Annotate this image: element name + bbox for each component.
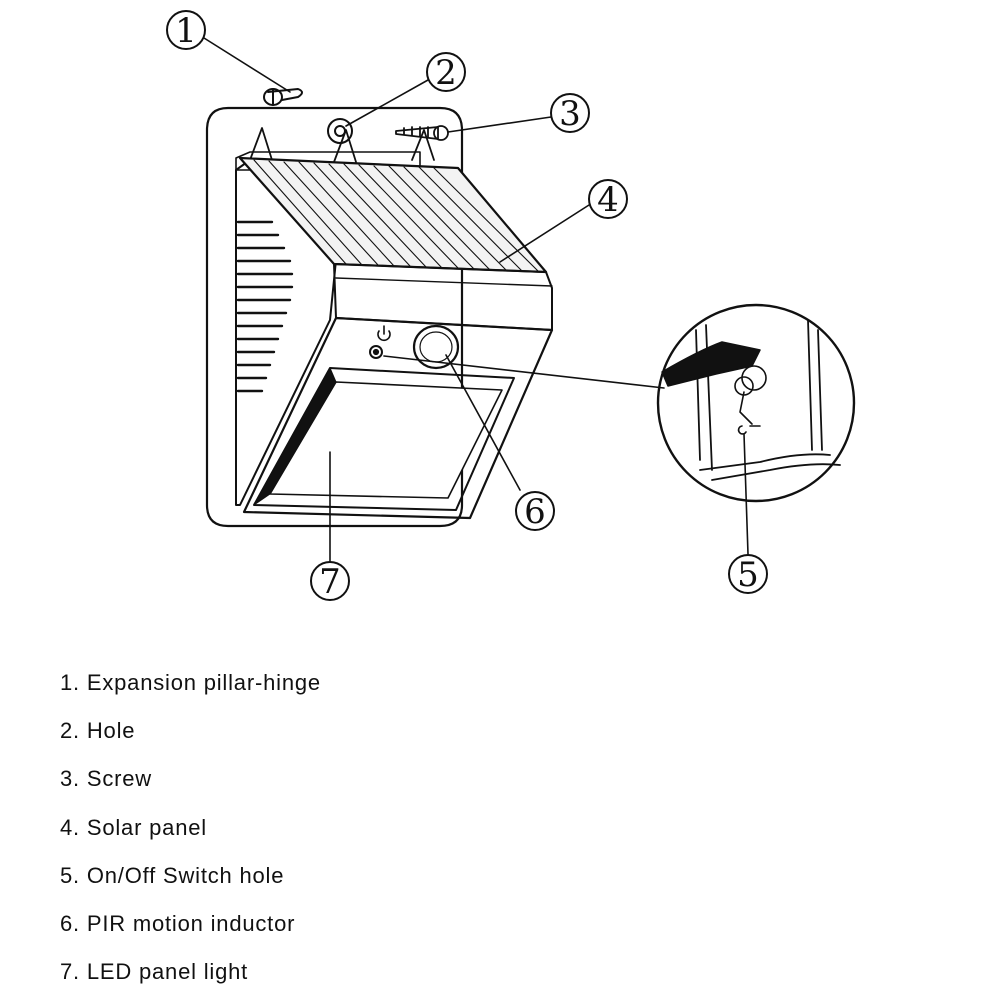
legend-item-7: 7. LED panel light [60, 959, 249, 985]
callout-number-5: 5 [737, 555, 759, 595]
solar-panel [238, 156, 548, 274]
callout-number-7: 7 [319, 562, 341, 602]
legend-item-6: 6. PIR motion inductor [60, 910, 296, 936]
legend-item-5: 5. On/Off Switch hole [60, 862, 285, 888]
switch-hole [369, 345, 383, 359]
callout-circle-5 [728, 554, 768, 594]
legend-item-3: 3. Screw [60, 766, 152, 792]
back-plate-inner [235, 151, 421, 171]
legend-item-4: 4. Solar panel [60, 814, 207, 840]
front-body [242, 316, 554, 520]
detail-magnifier [656, 303, 856, 503]
callout-circle-4 [588, 179, 628, 219]
callout-circle-3 [550, 93, 590, 133]
leader-lines [203, 37, 749, 563]
callout-number-3: 3 [559, 94, 581, 134]
screw [395, 125, 449, 141]
legend-item-1: 1. Expansion pillar-hinge [60, 670, 321, 695]
power-icon [377, 325, 391, 342]
callout-number-6: 6 [524, 492, 546, 532]
front-top-lip [333, 263, 553, 331]
callout-circle-1 [166, 10, 206, 50]
callout-circle-6 [515, 491, 555, 531]
mounting-tabs [249, 127, 435, 163]
callout-number-4: 4 [597, 180, 619, 220]
solar-panel-cells [253, 159, 539, 272]
callout-number-1: 1 [175, 11, 197, 51]
callout-circles [166, 10, 768, 601]
callout-circle-7 [310, 561, 350, 601]
legend-item-2: 2. Hole [60, 718, 136, 744]
pir-sensor [412, 324, 460, 370]
side-vents [236, 220, 294, 393]
expansion-pillar [263, 88, 303, 106]
led-panel-shade [253, 367, 337, 506]
led-panel [269, 381, 503, 499]
callout-number-2: 2 [435, 53, 457, 93]
back-plate [205, 106, 464, 528]
mount-hole [327, 118, 353, 144]
callout-circle-2 [426, 52, 466, 92]
solar-light-diagram: 1 2 3 4 5 6 7 [166, 10, 856, 602]
parts-legend: 1. Expansion pillar-hinge 2. Hole 3. Scr… [60, 664, 321, 1001]
